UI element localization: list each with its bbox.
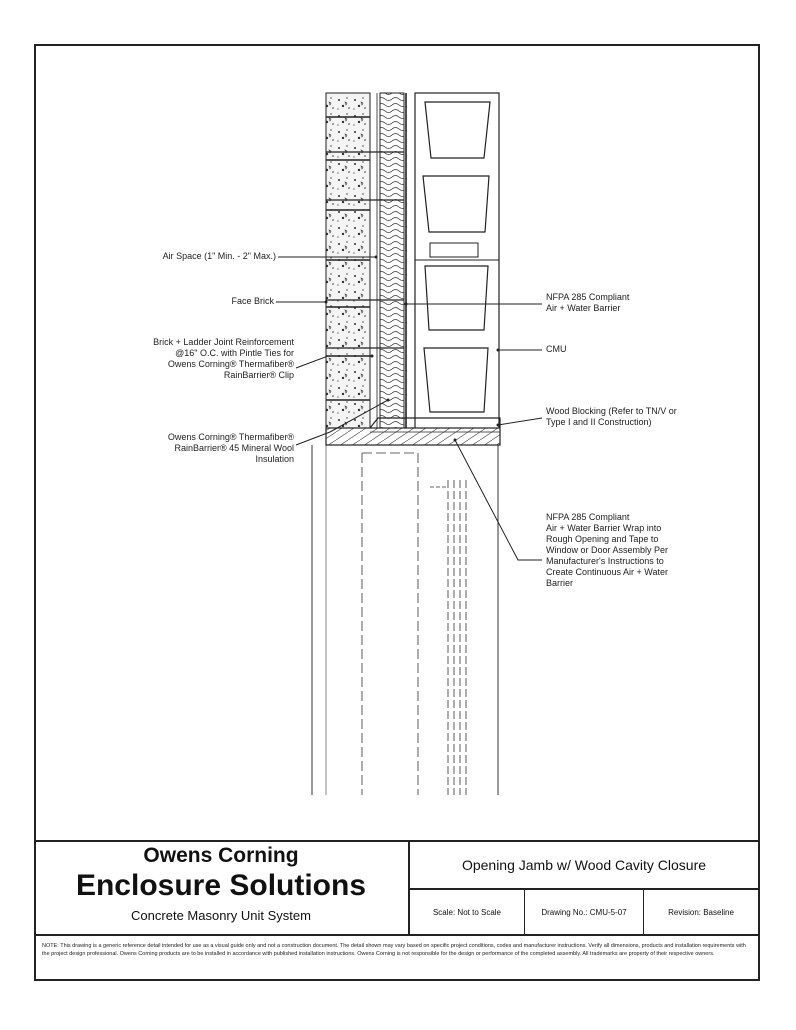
cavity-insulation — [326, 92, 407, 429]
cell-separator — [643, 890, 644, 934]
revision-cell: Revision: Baseline — [668, 907, 734, 917]
detail-title: Opening Jamb w/ Wood Cavity Closure — [461, 857, 707, 873]
callout-face-brick: Face Brick — [231, 296, 274, 306]
callout-air-water-barrier: NFPA 285 Compliant Air + Water Barrier — [546, 292, 630, 313]
section-drawing — [276, 92, 543, 795]
drawing-number-cell: Drawing No.: CMU-5-07 — [541, 907, 627, 917]
scale-cell: Scale: Not to Scale — [432, 907, 502, 917]
title-block-divider-horizontal — [410, 888, 758, 890]
wood-blocking — [325, 417, 501, 446]
callout-joint-reinforcement: Brick + Ladder Joint Reinforcement @16" … — [153, 337, 294, 380]
callout-barrier-wrap: NFPA 285 Compliant Air + Water Barrier W… — [546, 512, 669, 588]
cmu-column — [414, 92, 500, 431]
notes-disclaimer: NOTE: This drawing is a generic referenc… — [34, 934, 760, 981]
cell-separator — [524, 890, 525, 934]
callout-air-space: Air Space (1" Min. - 2" Max.) — [162, 251, 276, 261]
leader-arrowheads — [324, 255, 500, 442]
callout-wood-blocking: Wood Blocking (Refer to TN/V or Type I a… — [546, 406, 677, 427]
face-brick-column — [325, 92, 371, 446]
opening-frame — [311, 445, 499, 795]
callout-cmu: CMU — [546, 344, 567, 354]
title-block: Owens Corning Enclosure Solutions Concre… — [34, 840, 760, 934]
product-line: Enclosure Solutions — [75, 869, 367, 902]
callout-rainbarrier-insulation: Owens Corning® Thermafiber® RainBarrier®… — [167, 432, 294, 464]
system-name: Concrete Masonry Unit System — [131, 908, 311, 923]
company-name: Owens Corning — [143, 844, 299, 867]
drawing-sheet — [34, 44, 760, 981]
leader-lines — [276, 256, 543, 561]
title-block-divider — [408, 842, 410, 934]
